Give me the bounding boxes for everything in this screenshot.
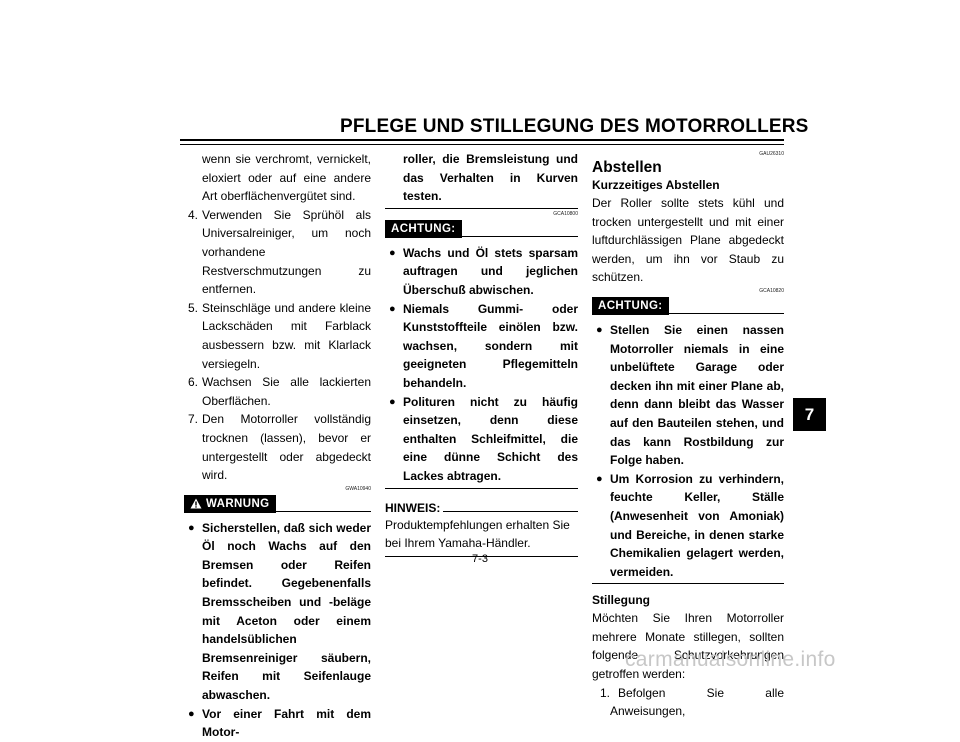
chapter-tab: 7 <box>793 398 826 431</box>
storage-steps-list: 1.Befolgen Sie alle Anweisungen, <box>592 684 784 721</box>
warning-bullets: ● Sicherstellen, daß sich weder Öl noch W… <box>184 519 371 742</box>
step-number: 1. <box>600 685 611 700</box>
section-title: Abstellen <box>592 159 662 176</box>
warning-rule <box>271 510 371 512</box>
warning-header: WARNUNG <box>184 494 371 515</box>
subheading-short-term: Kurzzeitiges Abstellen <box>592 178 720 192</box>
list-item: 4.Verwenden Sie Sprühöl als Universalrei… <box>184 206 371 299</box>
section-code: GAU26310 <box>759 151 784 157</box>
bullet-text: Niemals Gummi- oder Kunststoffteile einö… <box>403 301 578 390</box>
list-item: 1.Befolgen Sie alle Anweisungen, <box>592 684 784 721</box>
step-text: Wachsen Sie alle lackierten Oberflächen. <box>202 375 371 408</box>
caution-code: GCA10820 <box>759 287 784 294</box>
step-text: Steinschläge und andere kleine Lackschäd… <box>202 300 371 371</box>
bullet-icon: ● <box>188 521 195 534</box>
note-header: HINWEIS: <box>385 499 578 516</box>
note-rule <box>443 510 578 512</box>
caution-header: ACHTUNG: <box>592 296 784 317</box>
bullet-text: Stellen Sie einen nassen Motorroller nie… <box>610 322 784 468</box>
caution-bullets: ● Stellen Sie einen nassen Motorroller ni… <box>592 321 784 585</box>
list-item: ● Sicherstellen, daß sich weder Öl noch W… <box>184 519 371 705</box>
warning-triangle-icon <box>190 498 202 509</box>
bullet-icon: ● <box>389 302 396 315</box>
list-item: ● Stellen Sie einen nassen Motorroller ni… <box>592 321 784 470</box>
column-left: wenn sie verchromt, vernickelt, eloxiert… <box>184 150 371 742</box>
caution-banner: ACHTUNG: <box>592 296 669 315</box>
step-number: 6. <box>188 375 199 390</box>
intro-paragraph: wenn sie verchromt, vernickelt, eloxiert… <box>202 152 371 204</box>
caution-code: GCA10800 <box>553 210 578 217</box>
page-number: 7-3 <box>472 553 488 565</box>
step-text: Den Motorroller vollständig trocknen (la… <box>202 412 371 483</box>
short-term-paragraph: Der Roller sollte stets kühl und trocken… <box>592 196 784 285</box>
header-rule-thin <box>180 144 784 145</box>
subheading-storage: Stillegung <box>592 593 650 608</box>
caution-banner: ACHTUNG: <box>385 219 462 238</box>
warning-code: GWA10940 <box>345 485 371 492</box>
bullet-text: Sicherstellen, daß sich weder Öl noch Wa… <box>202 520 371 703</box>
warning-continued: roller, die Bremsleistung und das Verhal… <box>403 152 578 204</box>
bullet-text: Vor einer Fahrt mit dem Motor- <box>202 706 371 740</box>
caution-rule <box>458 235 578 237</box>
list-item: ● Um Korrosion zu verhindern, feuchte Kel… <box>592 470 784 582</box>
step-number: 5. <box>188 300 199 315</box>
warning-banner: WARNUNG <box>184 494 276 513</box>
list-item: ● Wachs und Öl stets sparsam auftragen un… <box>385 244 578 300</box>
bullet-icon: ● <box>389 395 396 408</box>
list-item: ● Vor einer Fahrt mit dem Motor- <box>184 705 371 742</box>
step-number: 4. <box>188 207 199 222</box>
note-label: HINWEIS: <box>385 500 441 515</box>
caution-bullets: ● Wachs und Öl stets sparsam auftragen un… <box>385 244 578 489</box>
bullet-icon: ● <box>596 472 603 485</box>
bullet-text: Um Korrosion zu verhindern, feuchte Kell… <box>610 471 784 579</box>
storage-paragraph: Möchten Sie Ihren Motorroller mehrere Mo… <box>592 611 784 682</box>
column-middle: roller, die Bremsleistung und das Verhal… <box>385 150 578 557</box>
list-item: 6.Wachsen Sie alle lackierten Oberfläche… <box>184 373 371 410</box>
caution-rule <box>664 312 784 314</box>
column-right: GAU26310 Abstellen Kurzzeitiges Abstelle… <box>592 150 784 721</box>
header-rule-thick <box>180 139 784 141</box>
bullet-icon: ● <box>389 246 396 259</box>
step-text: Befolgen Sie alle Anweisungen, <box>610 685 784 719</box>
watermark: carmanualsonline.info <box>625 648 836 671</box>
list-item: 7.Den Motorroller vollständig trocknen (… <box>184 410 371 484</box>
list-item: 5.Steinschläge und andere kleine Lacksch… <box>184 299 371 373</box>
care-steps-list: 4.Verwenden Sie Sprühöl als Universalrei… <box>184 206 371 485</box>
bullet-text: Polituren nicht zu häufig einsetzen, den… <box>403 394 578 483</box>
caution-header: ACHTUNG: <box>385 219 578 240</box>
bullet-text: Wachs und Öl stets sparsam auftragen und… <box>403 245 578 297</box>
list-item: ● Niemals Gummi- oder Kunststoffteile ein… <box>385 300 578 393</box>
page-title: PFLEGE UND STILLEGUNG DES MOTORROLLERS <box>340 116 809 137</box>
note-text: Produktempfehlungen erhalten Sie bei Ihr… <box>385 516 578 557</box>
list-item: ● Polituren nicht zu häufig einsetzen, de… <box>385 393 578 486</box>
warning-label: WARNUNG <box>206 497 270 510</box>
bullet-icon: ● <box>596 323 603 336</box>
bullet-icon: ● <box>188 707 195 720</box>
step-text: Verwenden Sie Sprühöl als Universalreini… <box>202 207 371 297</box>
step-number: 7. <box>188 412 199 427</box>
